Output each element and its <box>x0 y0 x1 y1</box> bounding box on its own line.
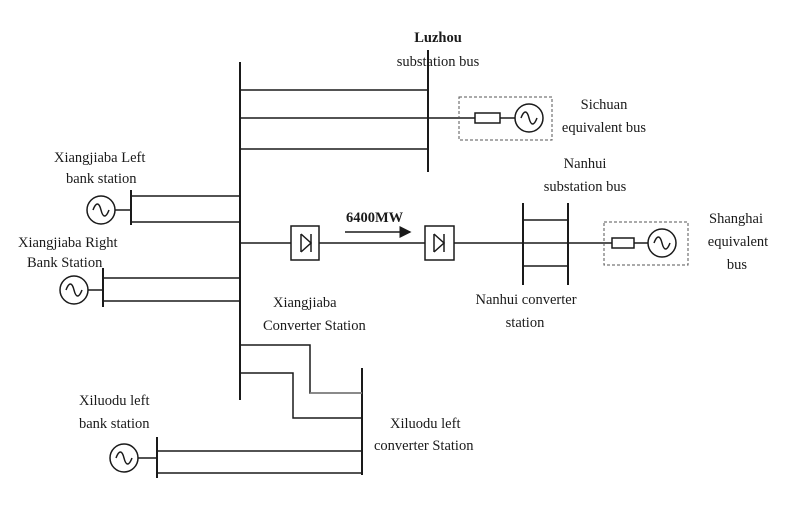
xjb-right-sine-icon <box>65 283 83 297</box>
xjb-converter-valve-icon <box>290 225 320 261</box>
nanhui-bus-label-2: substation bus <box>544 179 627 195</box>
xjb-left-sine-icon <box>92 203 110 217</box>
xld-sine-icon <box>115 451 133 465</box>
nanhui-converter-valve-icon <box>424 225 455 261</box>
shanghai-equivalent-box <box>603 221 689 266</box>
xjb-left-label-1: Xiangjiaba Left <box>54 150 145 166</box>
power-flow-label: 6400MW <box>346 210 404 226</box>
nanhui-converter-label-1: Nanhui converter <box>475 292 576 308</box>
xjb-converter-label-1: Xiangjiaba <box>273 295 337 311</box>
xld-converter-label-1: Xiluodu left <box>390 416 460 432</box>
sichuan-generator-icon <box>514 103 544 133</box>
sichuan-equivalent-box <box>458 96 553 141</box>
sichuan-label-1: Sichuan <box>581 97 628 113</box>
nanhui-bus-label-1: Nanhui <box>564 156 607 172</box>
shanghai-sine-icon <box>653 236 671 250</box>
xld-left-bank-label-2: bank station <box>79 416 150 432</box>
xjb-left-label-2: bank station <box>66 171 137 187</box>
xjb-converter-label-2: Converter Station <box>263 318 366 334</box>
shanghai-label-3: bus <box>727 257 748 273</box>
xjb-right-label-1: Xiangjiaba Right <box>18 235 117 251</box>
shanghai-label-2: equivalent <box>708 234 768 250</box>
nanhui-converter-label-2: station <box>506 315 545 331</box>
sichuan-label-2: equivalent bus <box>562 120 647 136</box>
sichuan-impedance-icon <box>474 112 501 124</box>
luzhou-label-1: Luzhou <box>414 30 462 46</box>
xjb-right-label-2: Bank Station <box>27 255 103 271</box>
shanghai-label-1: Shanghai <box>709 211 763 227</box>
sichuan-sine-icon <box>520 111 538 125</box>
shanghai-generator-icon <box>647 228 677 258</box>
xld-converter-label-2: converter Station <box>374 438 474 454</box>
xld-tie-1 <box>240 344 362 394</box>
xld-left-bank-label-1: Xiluodu left <box>79 393 149 409</box>
shanghai-impedance-icon <box>611 237 635 249</box>
xld-tie-2 <box>240 372 362 419</box>
luzhou-label-2: substation bus <box>397 54 480 70</box>
